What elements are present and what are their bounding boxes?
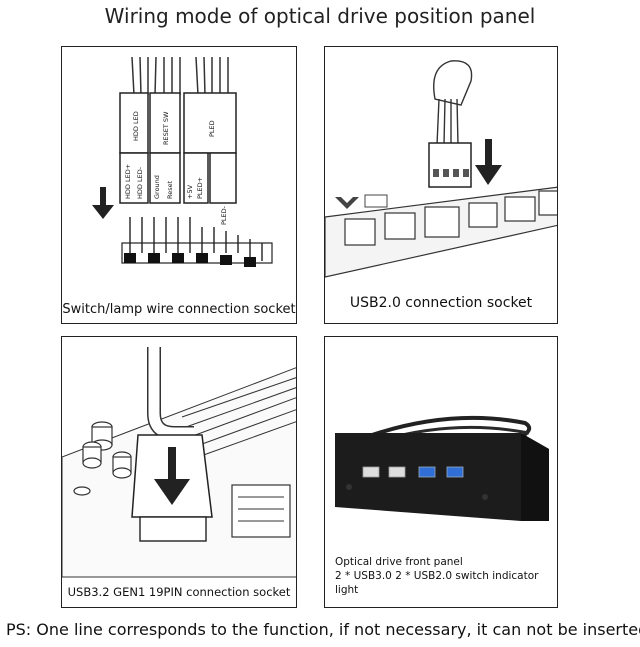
pin-label-hdd-led: HDD LED (132, 111, 140, 141)
usb2-port-icon (362, 466, 380, 478)
page-title: Wiring mode of optical drive position pa… (104, 4, 536, 28)
front-panel-caption-line2: 2 * USB3.0 2 * USB2.0 switch indicator l… (335, 570, 539, 596)
pin-label-5v: +5V (186, 184, 194, 199)
pin-label-pled-plus: PLED+ (196, 177, 204, 199)
pin-label-reset: Reset (166, 180, 174, 199)
usb3-19pin-panel: USB3.2 GEN1 19PIN connection socket (61, 336, 297, 608)
down-arrow-icon (92, 187, 114, 219)
usb3-19pin-illustration (62, 347, 296, 578)
usb3-19pin-caption: USB3.2 GEN1 19PIN connection socket (67, 585, 291, 599)
pin-label-hdd-led-plus: HDD LED+ (124, 164, 132, 199)
pin-label-ground: Ground (153, 175, 161, 199)
front-panel-illustration (335, 415, 549, 521)
pin-label-reset-sw: RESET SW (162, 111, 170, 145)
down-arrow-icon (475, 139, 502, 185)
brand-logo-icon (335, 194, 388, 209)
usb3-port-icon (446, 466, 464, 478)
pin-label-hdd-led-minus: HDD LED- (136, 166, 144, 199)
switch-lamp-caption: Switch/lamp wire connection socket (62, 302, 296, 317)
pin-label-pled-minus: PLED- (220, 205, 228, 225)
switch-lamp-panel: HDD LED RESET SW PLED HDD LED+ HDD LED- … (61, 46, 297, 324)
usb2-caption: USB2.0 connection socket (349, 295, 533, 311)
footnote: PS: One line corresponds to the function… (6, 620, 640, 639)
usb2-port-icon (388, 466, 406, 478)
switch-lamp-illustration: HDD LED RESET SW PLED HDD LED+ HDD LED- … (92, 56, 273, 267)
down-arrow-icon (154, 447, 190, 505)
front-panel-caption-line1: Optical drive front panel (335, 556, 463, 568)
usb2-illustration (325, 60, 557, 278)
front-panel-photo: Optical drive front panel 2 * USB3.0 2 *… (324, 336, 558, 608)
usb3-port-icon (418, 466, 436, 478)
usb2-panel: USB2.0 connection socket (324, 46, 558, 324)
front-panel-caption: Optical drive front panel 2 * USB3.0 2 *… (335, 555, 557, 597)
pin-label-pled: PLED (208, 120, 216, 137)
